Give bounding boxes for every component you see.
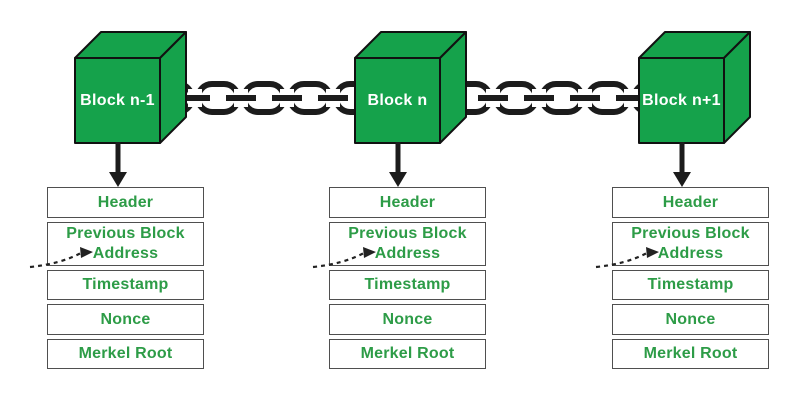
dashed-arrow-icon [312, 247, 376, 269]
cube-icon [638, 31, 751, 144]
down-arrow-icon [673, 142, 691, 187]
field-header: Header [329, 187, 486, 218]
cube-front-face [638, 57, 725, 144]
field-timestamp: Timestamp [612, 270, 769, 300]
field-previous-block-address: Previous Block Address [612, 222, 769, 266]
field-merkel-root: Merkel Root [612, 339, 769, 369]
down-arrow-icon [389, 142, 407, 187]
cube-block-n-1: Block n-1 [74, 31, 187, 144]
field-nonce: Nonce [47, 304, 204, 335]
cube-block-n: Block n [354, 31, 467, 144]
fields-block-n-1: Header Previous Block Address Timestamp … [47, 187, 204, 373]
cube-block-n-plus-1: Block n+1 [638, 31, 751, 144]
block-label: Block n+1 [642, 91, 721, 109]
dashed-arrow-icon [595, 247, 659, 269]
fields-block-n-plus-1: Header Previous Block Address Timestamp … [612, 187, 769, 373]
fields-block-n: Header Previous Block Address Timestamp … [329, 187, 486, 373]
field-timestamp: Timestamp [47, 270, 204, 300]
field-previous-block-address: Previous Block Address [329, 222, 486, 266]
field-header: Header [47, 187, 204, 218]
cube-front-face [354, 57, 441, 144]
cube-icon [74, 31, 187, 144]
cube-icon [354, 31, 467, 144]
field-header: Header [612, 187, 769, 218]
dashed-arrow-icon [29, 247, 93, 269]
field-merkel-root: Merkel Root [47, 339, 204, 369]
field-nonce: Nonce [612, 304, 769, 335]
down-arrow-icon [109, 142, 127, 187]
field-merkel-root: Merkel Root [329, 339, 486, 369]
field-nonce: Nonce [329, 304, 486, 335]
block-label: Block n [367, 91, 428, 109]
field-previous-block-address: Previous Block Address [47, 222, 204, 266]
block-label: Block n-1 [80, 91, 155, 109]
field-timestamp: Timestamp [329, 270, 486, 300]
cube-front-face [74, 57, 161, 144]
